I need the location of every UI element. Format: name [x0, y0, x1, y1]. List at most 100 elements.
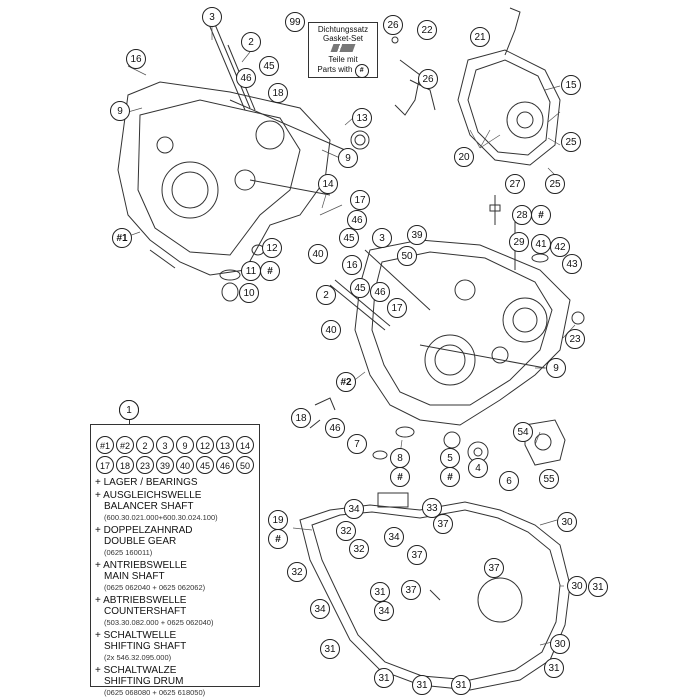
legend-callout: 9 — [176, 436, 194, 454]
legend-item-part-number: (2x 546.32.095.000) — [104, 653, 172, 662]
callout-c16a: 16 — [126, 49, 146, 69]
legend-item-part-number: (0625 062040 + 0625 062062) — [104, 583, 206, 592]
legend-callout: #2 — [116, 436, 134, 454]
gasket-set-line2: Gasket-Set — [322, 34, 363, 43]
callout-c3b: 3 — [372, 228, 392, 248]
callout-c22a: 22 — [417, 20, 437, 40]
legend-header: + LAGER / BEARINGS — [95, 477, 198, 488]
legend-item-part-number: (600.30.021.000+600.30.024.100) — [104, 513, 218, 522]
legend-callout: 18 — [116, 456, 134, 474]
legend-item-en: SHIFTING SHAFT — [104, 641, 187, 652]
legend-item-de: + AUSGLEICHSWELLE — [95, 490, 202, 501]
gasket-set-symbol: # — [354, 64, 369, 78]
callout-c29a: 29 — [509, 232, 529, 252]
callout-c30a: 30 — [557, 512, 577, 532]
callout-c45b: 45 — [339, 228, 359, 248]
callout-c50a: 50 — [397, 246, 417, 266]
callout-c3a: 3 — [202, 7, 222, 27]
callout-c7a: 7 — [347, 434, 367, 454]
callout-c33a: 33 — [422, 498, 442, 518]
callout-c32b: 32 — [349, 539, 369, 559]
callout-c17b: 17 — [387, 298, 407, 318]
callout-c9c: 9 — [546, 358, 566, 378]
callout-legend-title: 1 — [119, 400, 139, 420]
cover-gasket — [457, 49, 561, 166]
callout-c23a: 23 — [565, 329, 585, 349]
callout-c8a: 8 — [390, 448, 410, 468]
callout-c46d: 46 — [325, 418, 345, 438]
legend-callout: 17 — [96, 456, 114, 474]
callout-c34b: 34 — [384, 527, 404, 547]
callout-c5a: 5 — [440, 448, 460, 468]
callout-c2a: 2 — [241, 32, 261, 52]
legend-item-de: + ANTRIEBSWELLE — [95, 560, 187, 571]
callout-c26b: 26 — [418, 69, 438, 89]
callout-c31g: 31 — [588, 577, 608, 597]
callout-c43a: 43 — [562, 254, 582, 274]
callout-c34a: 34 — [344, 499, 364, 519]
callout-c18b: 18 — [291, 408, 311, 428]
legend-callout: 2 — [136, 436, 154, 454]
legend-item-en: MAIN SHAFT — [104, 571, 165, 582]
legend-callout: 14 — [236, 436, 254, 454]
callout-c31c: 31 — [374, 668, 394, 688]
callout-gasket-set: 99 — [285, 12, 305, 32]
callout-c16b: 16 — [342, 255, 362, 275]
callout-c9a: 9 — [110, 101, 130, 121]
callout-c31f: 31 — [544, 658, 564, 678]
legend-callout: 50 — [236, 456, 254, 474]
gasket-set-line3: Teile mit — [328, 55, 358, 64]
legend-callout: #1 — [96, 436, 114, 454]
callout-c37b: 37 — [407, 545, 427, 565]
callout-c30c: 30 — [550, 634, 570, 654]
callout-c13a: 13 — [352, 108, 372, 128]
callout-c40b: 40 — [321, 320, 341, 340]
legend-callout: 23 — [136, 456, 154, 474]
gasket-set-box: Dichtungssatz Gasket-Set Teile mit Parts… — [308, 22, 378, 78]
callout-c9b: 9 — [338, 148, 358, 168]
callout-c20a: 20 — [454, 147, 474, 167]
legend-item-de: + SCHALTWELLE — [95, 630, 177, 641]
legend-callout: 40 — [176, 456, 194, 474]
legend-item-part-number: (0625 068080 + 0625 618050) — [104, 688, 206, 697]
crankcase-gasket — [299, 501, 571, 691]
callout-h8a: # — [390, 467, 410, 487]
callout-c55a: 55 — [539, 469, 559, 489]
callout-h2a: #2 — [336, 372, 356, 392]
callout-c37c: 37 — [484, 558, 504, 578]
callout-c21a: 21 — [470, 27, 490, 47]
callout-c31d: 31 — [412, 675, 432, 695]
callout-c11a: 11 — [241, 261, 261, 281]
callout-c28a: 28 — [512, 205, 532, 225]
legend-item-en: COUNTERSHAFT — [104, 606, 187, 617]
callout-c2b: 2 — [316, 285, 336, 305]
callout-c30b: 30 — [567, 576, 587, 596]
left-crankcase-half — [117, 81, 331, 276]
callout-h28a: # — [531, 205, 551, 225]
callout-c46c: 46 — [370, 282, 390, 302]
legend-callout: 3 — [156, 436, 174, 454]
legend-item-de: + ABTRIEBSWELLE — [95, 595, 187, 606]
callout-c45a: 45 — [259, 56, 279, 76]
legend-callout: 12 — [196, 436, 214, 454]
callout-c25b: 25 — [545, 174, 565, 194]
callout-c54a: 54 — [513, 422, 533, 442]
callout-h19a: # — [268, 529, 288, 549]
callout-c31e: 31 — [451, 675, 471, 695]
legend-item-part-number: (503.30.082.000 + 0625 062040) — [104, 618, 214, 627]
callout-c32a: 32 — [336, 521, 356, 541]
callout-c37a: 37 — [433, 514, 453, 534]
callout-c18a: 18 — [268, 83, 288, 103]
callout-c34c: 34 — [310, 599, 330, 619]
legend-callout: 39 — [156, 456, 174, 474]
